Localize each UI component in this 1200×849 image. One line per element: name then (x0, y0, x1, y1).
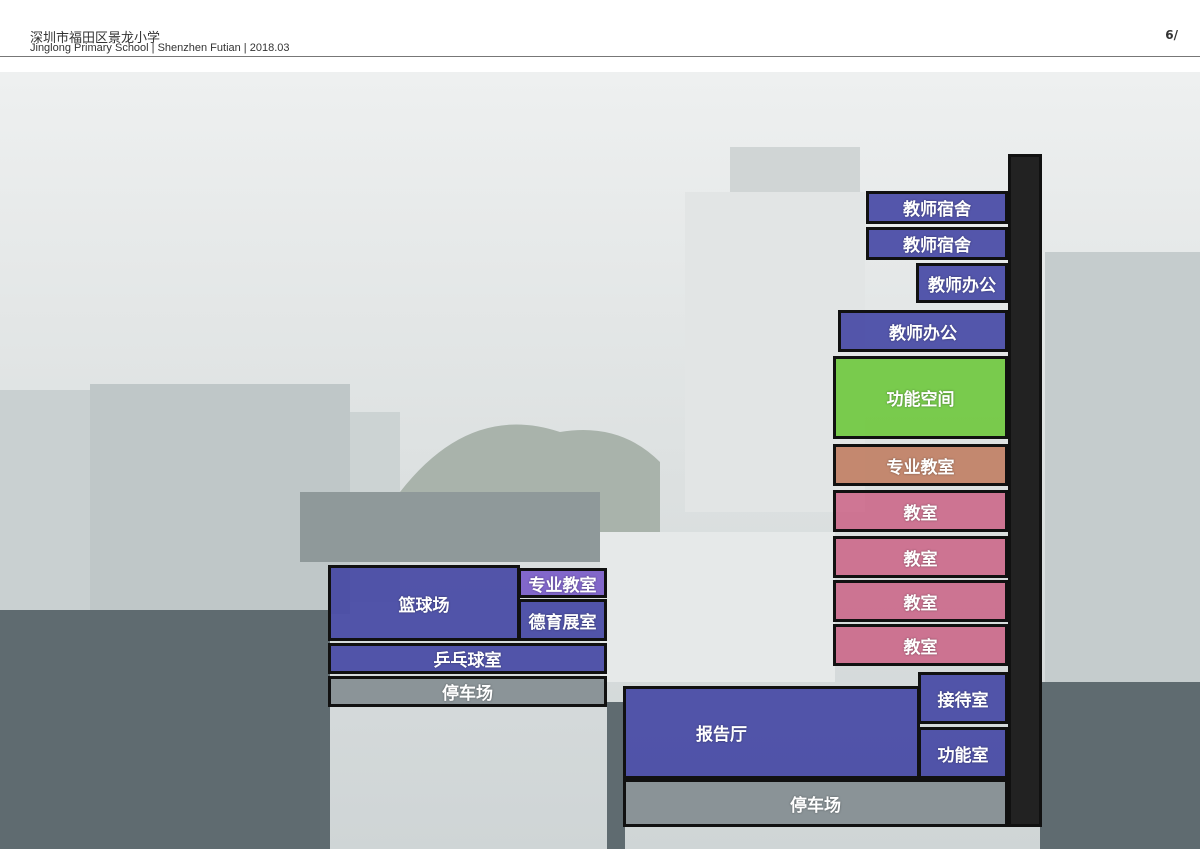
room-reception: 接待室 (918, 672, 1008, 724)
room-moral-exhibition: 德育展室 (518, 599, 607, 641)
room-auditorium: 报告厅 (623, 686, 920, 779)
room-parking-left: 停车场 (328, 676, 607, 707)
room-classroom-2: 教室 (833, 536, 1008, 578)
section-render: 教师宿舍 教师宿舍 教师办公 教师办公 功能空间 专业教室 教室 教室 教室 教… (0, 72, 1200, 849)
room-classroom-3: 教室 (833, 580, 1008, 622)
room-function-space: 功能空间 (833, 356, 1008, 439)
background-buildings (0, 147, 1200, 849)
room-special-classroom-left: 专业教室 (518, 568, 607, 598)
room-classroom-1: 教室 (833, 490, 1008, 532)
title-en: Jinglong Primary School | Shenzhen Futia… (30, 42, 290, 54)
stair-core (1008, 154, 1042, 827)
header-divider (0, 56, 1200, 57)
room-pingpong: 乒乓球室 (328, 643, 607, 674)
page-number: 6/ (1165, 28, 1178, 42)
room-teacher-office-1: 教师办公 (916, 263, 1008, 303)
title-cn: 深圳市福田区景龙小学 (30, 31, 161, 46)
room-special-classroom-tower: 专业教室 (833, 444, 1008, 486)
room-classroom-4: 教室 (833, 624, 1008, 666)
room-teacher-dorm-1: 教师宿舍 (866, 191, 1008, 224)
room-basketball-court: 篮球场 (328, 565, 520, 641)
room-teacher-office-2: 教师办公 (838, 310, 1008, 352)
room-function-room: 功能室 (918, 727, 1008, 779)
room-teacher-dorm-2: 教师宿舍 (866, 227, 1008, 260)
room-parking-right: 停车场 (623, 779, 1008, 827)
